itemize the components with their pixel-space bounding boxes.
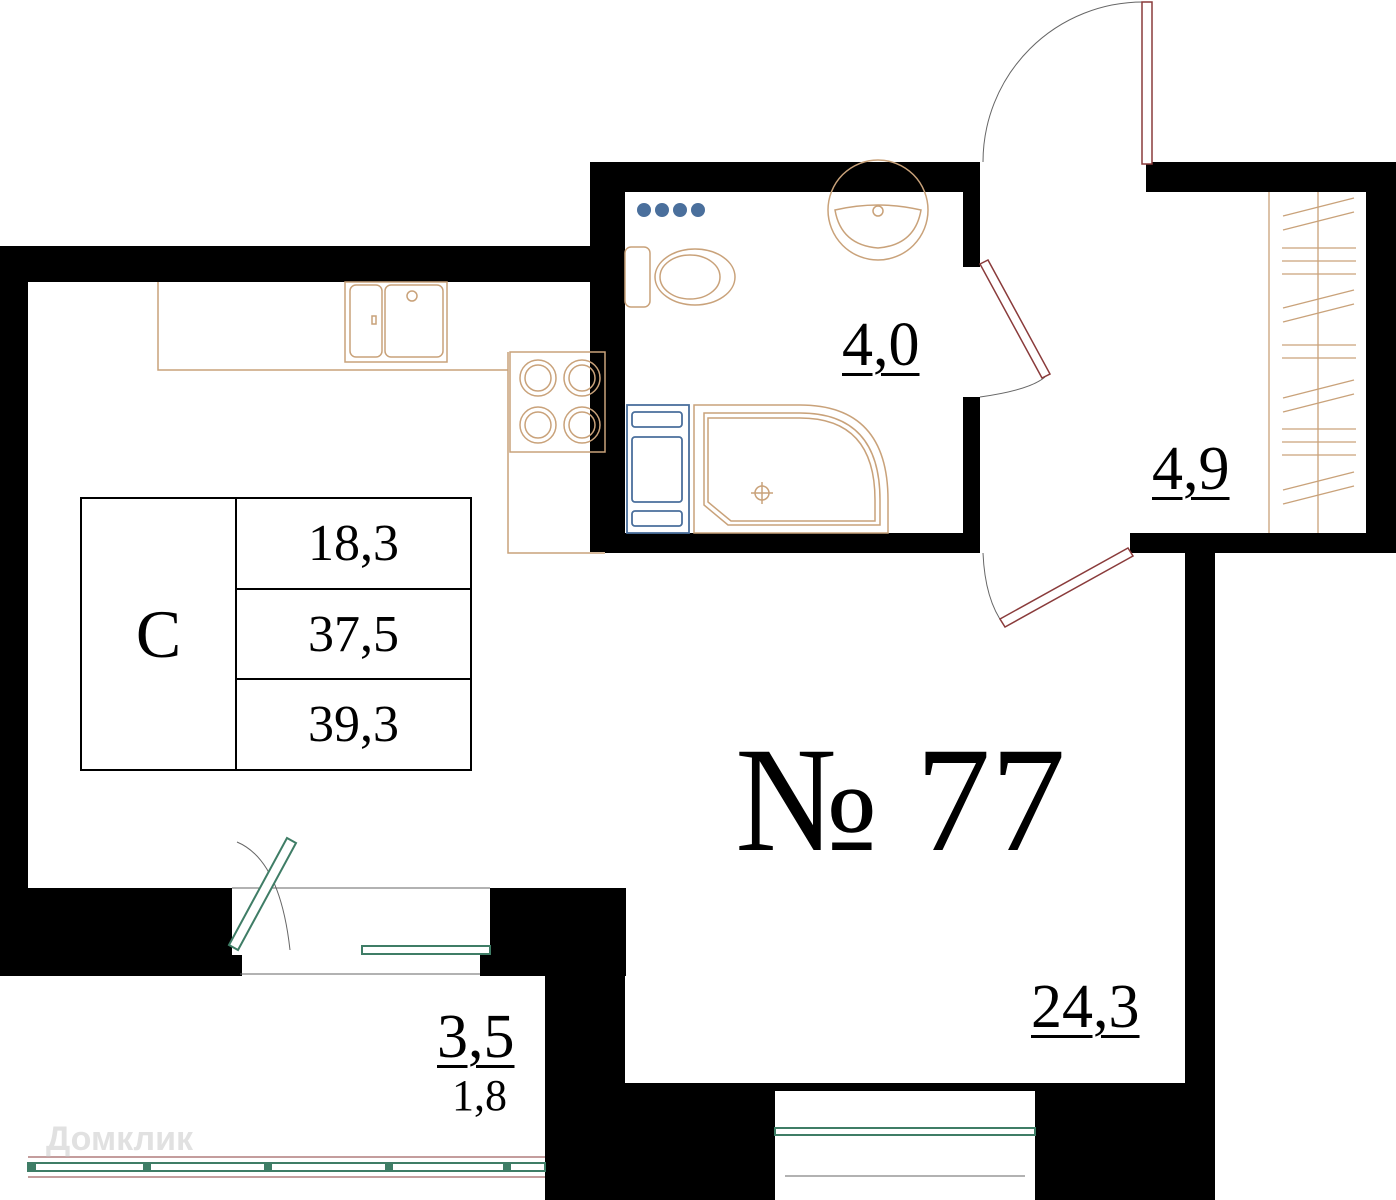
shower-tray-icon [693,404,889,534]
room-door-icon [982,546,1135,629]
apartment-type: С [82,499,237,769]
total-area-with-balcony: 39,3 [308,696,399,754]
sink-icon [344,281,448,363]
total-area: 37,5 [237,590,470,681]
main-room-area-label: 24,3 [1031,973,1140,1041]
walls [0,162,1396,1200]
toilet-icon [624,246,736,308]
riser-pipes-icon [637,203,705,217]
apartment-number: № 77 [735,717,1066,883]
room-window-icon [774,1091,1036,1200]
watermark: Домклик [46,1120,194,1158]
washbasin-icon [827,159,929,261]
washing-machine-icon [626,404,690,534]
balcony-outline [28,976,545,980]
hallway-area-label: 4,9 [1152,435,1230,503]
wardrobe-icon [1268,192,1356,533]
entrance-door-icon [982,1,1153,165]
living-area: 18,3 [237,499,470,590]
balcony-window-icon [27,1156,546,1178]
area-summary-table: С 18,3 37,5 39,3 [80,497,472,771]
stove-icon [509,351,606,453]
balcony-door-icon [227,836,491,975]
balcony-area-label: 3,5 [437,1003,515,1071]
balcony-reduced-area-label: 1,8 [452,1071,507,1120]
kitchen-counter [157,282,605,554]
bathroom-door-icon [978,259,1052,398]
bathroom-area-label: 4,0 [842,311,920,379]
